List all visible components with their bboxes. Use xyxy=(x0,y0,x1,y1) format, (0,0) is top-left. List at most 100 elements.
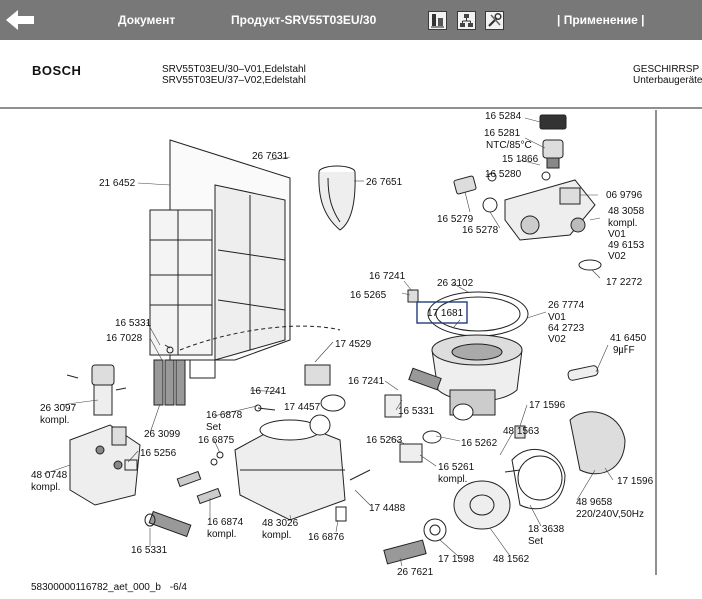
part-label[interactable]: 16 5262 xyxy=(461,438,498,449)
part-label: V01 xyxy=(608,229,626,240)
part-label[interactable]: 48 3026 xyxy=(262,518,299,529)
part-label[interactable]: 16 7241 xyxy=(348,376,385,387)
network-diagram-icon xyxy=(460,14,473,27)
highlighted-part-label[interactable]: 17 1681 xyxy=(427,308,464,319)
part-label[interactable]: 48 3058 xyxy=(608,206,645,217)
part-label: kompl. xyxy=(262,530,291,541)
heat-pump xyxy=(383,411,626,565)
part-label[interactable]: 16 5331 xyxy=(131,545,168,556)
part-label: V02 xyxy=(548,334,566,345)
part-label: V02 xyxy=(608,251,626,262)
part-label[interactable]: 16 5256 xyxy=(140,448,177,459)
part-label[interactable]: 17 4488 xyxy=(369,503,406,514)
part-label[interactable]: 16 5261 xyxy=(438,462,475,473)
part-label[interactable]: 16 5331 xyxy=(398,406,435,417)
part-label[interactable]: 16 5265 xyxy=(350,290,387,301)
valve-assembly xyxy=(453,114,602,271)
part-label[interactable]: 16 6875 xyxy=(198,435,235,446)
part-label[interactable]: 06 9796 xyxy=(606,190,643,201)
part-label[interactable]: 16 5279 xyxy=(437,214,474,225)
part-label: Set xyxy=(528,536,543,547)
back-arrow-icon xyxy=(6,10,34,30)
water-softener xyxy=(234,364,346,521)
part-label[interactable]: 16 5331 xyxy=(115,318,152,329)
sump-housing xyxy=(427,291,529,421)
brand-logo: BOSCH xyxy=(32,63,82,78)
leader-lines xyxy=(43,117,614,567)
part-label[interactable]: 16 6878 xyxy=(206,410,243,421)
part-label[interactable]: 16 5278 xyxy=(462,225,499,236)
part-label[interactable]: 16 7028 xyxy=(106,333,143,344)
part-label: kompl. xyxy=(40,415,69,426)
part-label[interactable]: 26 7631 xyxy=(252,151,289,162)
part-label[interactable]: 17 1598 xyxy=(438,554,475,565)
misc-fittings xyxy=(124,289,526,522)
left-hoses xyxy=(153,325,341,406)
part-label[interactable]: 17 4457 xyxy=(284,402,321,413)
part-label[interactable]: 16 5263 xyxy=(366,435,403,446)
network-diagram-button[interactable] xyxy=(457,11,476,30)
part-label[interactable]: 17 1596 xyxy=(529,400,566,411)
category-line-1: GESCHIRRSP xyxy=(633,64,700,75)
part-label: 9㎌F xyxy=(613,345,635,356)
part-label[interactable]: 16 5281 xyxy=(484,128,521,139)
part-labels: 16 5284 16 5281 NTC/85°C 15 1866 16 5280… xyxy=(31,111,654,578)
document-list-icon xyxy=(431,14,444,28)
part-label: kompl. xyxy=(207,529,236,540)
part-label[interactable]: 17 2272 xyxy=(606,277,643,288)
part-label[interactable]: 21 6452 xyxy=(99,178,136,189)
part-label[interactable]: 48 0748 xyxy=(31,470,68,481)
part-label: NTC/85°C xyxy=(486,140,532,151)
category-line-2: Unterbaugeräte xyxy=(633,75,702,86)
document-tab[interactable]: Документ xyxy=(118,13,176,27)
part-label[interactable]: 48 1562 xyxy=(493,554,530,565)
part-label[interactable]: 41 6450 xyxy=(610,333,647,344)
side-wall-panel xyxy=(149,139,291,379)
bottom-left-hose xyxy=(144,510,192,538)
part-label: V01 xyxy=(548,312,566,323)
top-toolbar: Документ Продукт-SRV55T03EU/30 | Примене… xyxy=(0,0,702,40)
part-label[interactable]: 26 3097 xyxy=(40,403,77,414)
model-line-1: SRV55T03EU/30–V01,Edelstahl xyxy=(162,64,306,75)
part-label[interactable]: 26 7774 xyxy=(548,300,585,311)
part-label[interactable]: 64 2723 xyxy=(548,323,585,334)
part-label[interactable]: 15 1866 xyxy=(502,154,539,165)
injector-pieces xyxy=(176,451,224,505)
part-label[interactable]: 26 3102 xyxy=(437,278,474,289)
document-id: 58300000116782_aet_000_b xyxy=(31,582,161,593)
funnel-part xyxy=(318,165,356,231)
model-line-2: SRV55T03EU/37–V02,Edelstahl xyxy=(162,75,306,86)
part-label: kompl. xyxy=(31,482,60,493)
part-label[interactable]: 16 7241 xyxy=(250,386,287,397)
application-tab[interactable]: | Применение | xyxy=(557,13,645,27)
highlighted-part-box[interactable] xyxy=(416,301,468,324)
back-button[interactable] xyxy=(0,6,44,34)
part-label[interactable]: 48 1563 xyxy=(503,426,540,437)
part-label: kompl. xyxy=(438,474,467,485)
product-title: Продукт-SRV55T03EU/30 xyxy=(231,13,377,27)
part-label[interactable]: 49 6153 xyxy=(608,240,645,251)
float-switch xyxy=(66,364,127,416)
part-label[interactable]: 18 3638 xyxy=(528,524,565,535)
part-label[interactable]: 16 6876 xyxy=(308,532,345,543)
part-label: kompl. xyxy=(608,218,637,229)
water-inlet-box xyxy=(69,424,141,506)
part-label[interactable]: 16 6874 xyxy=(207,517,244,528)
part-label[interactable]: 17 1596 xyxy=(617,476,654,487)
part-label[interactable]: 26 7621 xyxy=(397,567,434,578)
tools-button[interactable] xyxy=(485,11,504,30)
tools-icon xyxy=(488,12,502,27)
footer: 58300000116782_aet_000_b -6/4 xyxy=(31,582,187,593)
part-label[interactable]: 16 5284 xyxy=(485,111,522,122)
part-label[interactable]: 17 4529 xyxy=(335,339,372,350)
page-indicator: -6/4 xyxy=(169,582,187,593)
part-label[interactable]: 48 9658 xyxy=(576,497,613,508)
part-label: Set xyxy=(206,422,221,433)
part-label[interactable]: 16 7241 xyxy=(369,271,406,282)
document-list-button[interactable] xyxy=(428,11,447,30)
part-label[interactable]: 16 5280 xyxy=(485,169,522,180)
part-label[interactable]: 26 7651 xyxy=(366,177,403,188)
part-label: 220/240V,50Hz xyxy=(576,509,644,520)
part-label[interactable]: 26 3099 xyxy=(144,429,181,440)
